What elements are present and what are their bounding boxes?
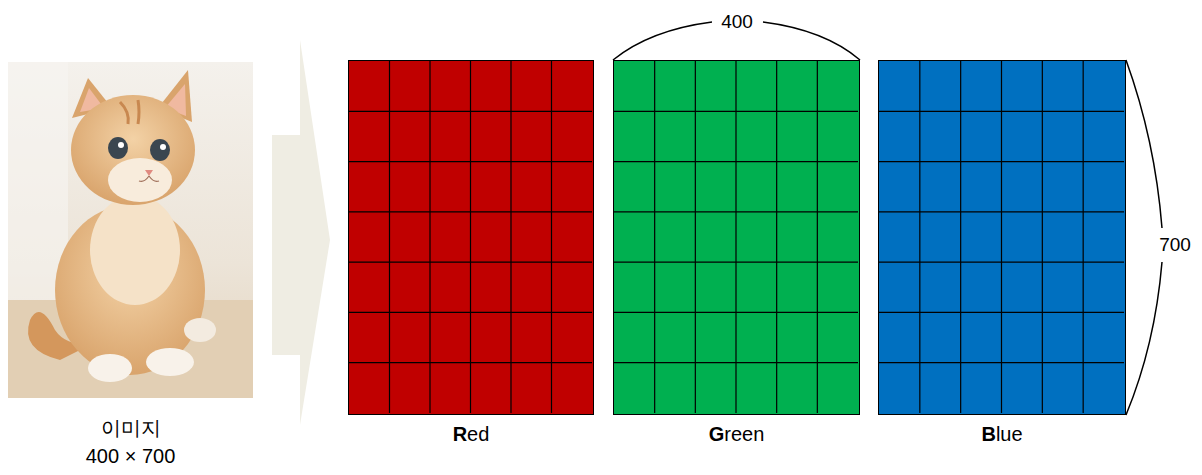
grid-line xyxy=(735,61,736,413)
image-frame: 이미지400 × 700 xyxy=(8,62,253,398)
grid-line xyxy=(776,61,777,413)
grid-line xyxy=(349,362,592,363)
transform-arrow xyxy=(272,40,330,425)
channel-grid: Green xyxy=(613,60,860,415)
channel-label: Green xyxy=(614,422,859,446)
grid-line xyxy=(510,61,511,413)
grid-line xyxy=(349,161,592,162)
grid-line xyxy=(349,111,592,112)
grid-line xyxy=(1001,61,1002,413)
pixel-grid-lines xyxy=(614,61,858,413)
channel-label: Red xyxy=(349,422,593,446)
grid-line xyxy=(695,61,696,413)
kitten-photo xyxy=(8,62,253,398)
image-caption: 400 × 700 xyxy=(0,444,273,468)
grid-line xyxy=(429,61,430,413)
grid-line xyxy=(614,211,858,212)
dimension-label: 400 xyxy=(718,11,756,33)
channel-grid: Red xyxy=(348,60,594,415)
grid-line xyxy=(879,262,1124,263)
grid-line xyxy=(879,211,1124,212)
grid-line xyxy=(614,161,858,162)
grid-line xyxy=(614,312,858,313)
grid-line xyxy=(470,61,471,413)
grid-line xyxy=(349,312,592,313)
grid-line xyxy=(349,262,592,263)
channel-label: Blue xyxy=(879,422,1125,446)
grid-line xyxy=(614,111,858,112)
grid-line xyxy=(614,362,858,363)
pixel-grid-lines xyxy=(879,61,1124,413)
dimension-label: 700 xyxy=(1156,234,1194,256)
grid-line xyxy=(654,61,655,413)
channel-grid: Blue xyxy=(878,60,1126,415)
grid-line xyxy=(879,161,1124,162)
grid-line xyxy=(614,262,858,263)
image-caption: 이미지 xyxy=(0,416,273,440)
grid-line xyxy=(817,61,818,413)
grid-line xyxy=(960,61,961,413)
pixel-grid-lines xyxy=(349,61,592,413)
grid-line xyxy=(389,61,390,413)
grid-line xyxy=(879,111,1124,112)
grid-line xyxy=(349,211,592,212)
grid-line xyxy=(879,362,1124,363)
grid-line xyxy=(551,61,552,413)
grid-line xyxy=(919,61,920,413)
grid-line xyxy=(879,312,1124,313)
grid-line xyxy=(1042,61,1043,413)
grid-line xyxy=(1083,61,1084,413)
